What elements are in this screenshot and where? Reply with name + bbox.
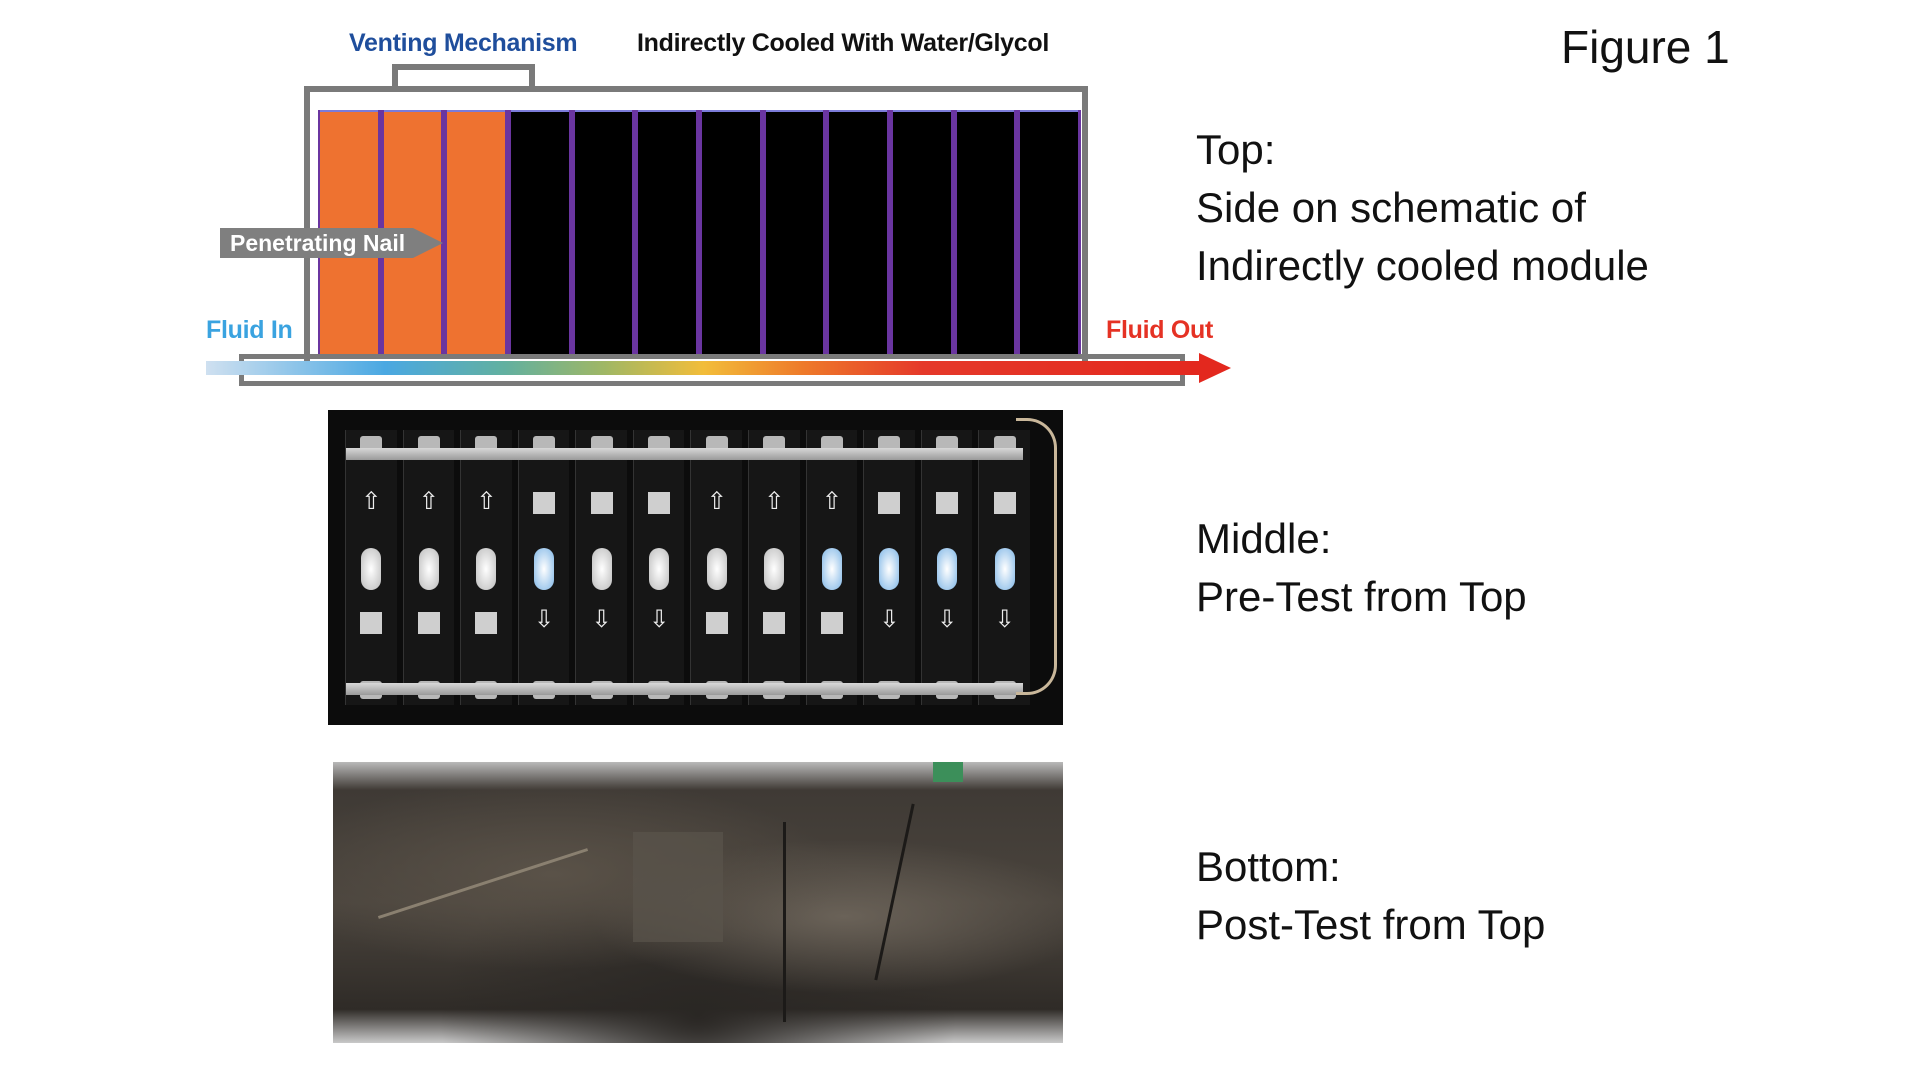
label-square <box>878 492 901 514</box>
vent-down-arrow-icon: ⇩ <box>649 606 670 633</box>
cell <box>765 110 824 355</box>
post-test-photo <box>333 762 1063 1043</box>
pre-test-photo: ⇧ ⇧ ⇧ ⇩ ⇩ ⇩ ⇧ ⇧ ⇧ ⇩ ⇩ ⇩ <box>328 410 1063 725</box>
fluid-in-label: Fluid In <box>206 316 293 344</box>
vent-oval <box>418 548 439 590</box>
cell <box>511 110 569 355</box>
vent-down-arrow-icon: ⇩ <box>591 606 612 633</box>
label-square <box>820 612 843 634</box>
crack <box>783 822 786 1022</box>
vent-down-arrow-icon: ⇩ <box>937 606 958 633</box>
venting-mechanism-label: Venting Mechanism <box>349 29 578 57</box>
label-square <box>417 612 440 634</box>
vent-up-arrow-icon: ⇧ <box>476 488 497 515</box>
vent-oval <box>879 548 900 590</box>
nail-label: Penetrating Nail <box>220 228 414 258</box>
photo-cell: ⇧ <box>748 430 800 705</box>
caption-bottom-heading: Bottom: <box>1196 843 1341 890</box>
caption-middle: Middle: Pre-Test from Top <box>1196 510 1527 626</box>
photo-cell: ⇩ <box>575 430 627 705</box>
photo-cell: ⇧ <box>345 430 397 705</box>
label-square <box>936 492 959 514</box>
label-square <box>705 612 728 634</box>
vent-down-arrow-icon: ⇩ <box>879 606 900 633</box>
vent-oval <box>534 548 555 590</box>
cooling-label: Indirectly Cooled With Water/Glycol <box>637 29 1050 57</box>
photo-cell: ⇧ <box>402 430 455 705</box>
caption-middle-line: Pre-Test from Top <box>1196 573 1527 620</box>
nail-cell <box>447 110 506 355</box>
label-square <box>590 492 613 514</box>
debris-wire <box>377 848 589 919</box>
label-square <box>360 612 383 634</box>
vent-oval <box>649 548 670 590</box>
vent-up-arrow-icon: ⇧ <box>764 488 785 515</box>
penetrating-nail-arrow: Penetrating Nail <box>220 228 444 258</box>
fluid-flow-gradient <box>206 361 1201 375</box>
vent-oval <box>361 548 382 590</box>
photo-cell: ⇧ <box>460 430 512 705</box>
busbar-top <box>346 448 1023 460</box>
photo-cell: ⇧ <box>805 430 858 705</box>
crack <box>874 803 915 981</box>
vent-down-arrow-icon: ⇩ <box>533 606 555 633</box>
vent-oval <box>764 548 785 590</box>
vent-oval <box>994 548 1015 590</box>
label-square <box>993 492 1016 514</box>
figure-label: Figure 1 <box>1561 21 1730 73</box>
busbar-bottom <box>346 683 1023 695</box>
photo-cell: ⇩ <box>632 430 685 705</box>
cell-stack <box>318 110 1081 355</box>
photo-cell: ⇩ <box>920 430 973 705</box>
sense-wires <box>1016 418 1057 695</box>
caption-bottom: Bottom: Post-Test from Top <box>1196 838 1545 954</box>
debris-patch <box>633 832 723 942</box>
vent-up-arrow-icon: ⇧ <box>706 488 727 515</box>
caption-top-heading: Top: <box>1196 126 1276 173</box>
caption-bottom-line: Post-Test from Top <box>1196 901 1546 948</box>
module-housing <box>304 86 1088 362</box>
photo-cell-row: ⇧ ⇧ ⇧ ⇩ ⇩ ⇩ ⇧ ⇧ ⇧ ⇩ ⇩ ⇩ <box>342 430 1033 705</box>
flow-arrow-icon <box>1199 353 1231 383</box>
venting-mechanism <box>392 64 535 92</box>
fluid-out-label: Fluid Out <box>1106 316 1213 344</box>
vent-up-arrow-icon: ⇧ <box>418 488 439 515</box>
cell <box>638 110 697 355</box>
vent-oval <box>591 548 612 590</box>
vent-up-arrow-icon: ⇧ <box>361 488 382 515</box>
photo-cell: ⇩ <box>863 430 915 705</box>
cell <box>893 110 951 355</box>
cell <box>702 110 760 355</box>
vent-down-arrow-icon: ⇩ <box>994 606 1015 633</box>
vent-oval <box>476 548 497 590</box>
label-square <box>533 492 556 514</box>
vent-oval <box>937 548 958 590</box>
vent-oval <box>821 548 842 590</box>
cell <box>574 110 633 355</box>
caption-top: Top: Side on schematic of Indirectly coo… <box>1196 121 1649 295</box>
nail-arrow-tip-icon <box>413 228 444 258</box>
label-square <box>475 612 498 634</box>
vent-up-arrow-icon: ⇧ <box>821 488 842 515</box>
cell <box>829 110 888 355</box>
cell <box>1020 110 1079 355</box>
caption-middle-heading: Middle: <box>1196 515 1332 562</box>
photo-cell: ⇩ <box>517 430 570 705</box>
label-square <box>763 612 786 634</box>
vent-oval <box>706 548 727 590</box>
caption-top-line: Indirectly cooled module <box>1196 242 1649 289</box>
caption-top-line: Side on schematic of <box>1196 184 1586 231</box>
label-square <box>648 492 671 514</box>
connector <box>933 762 963 782</box>
cell <box>956 110 1015 355</box>
photo-cell: ⇧ <box>690 430 743 705</box>
